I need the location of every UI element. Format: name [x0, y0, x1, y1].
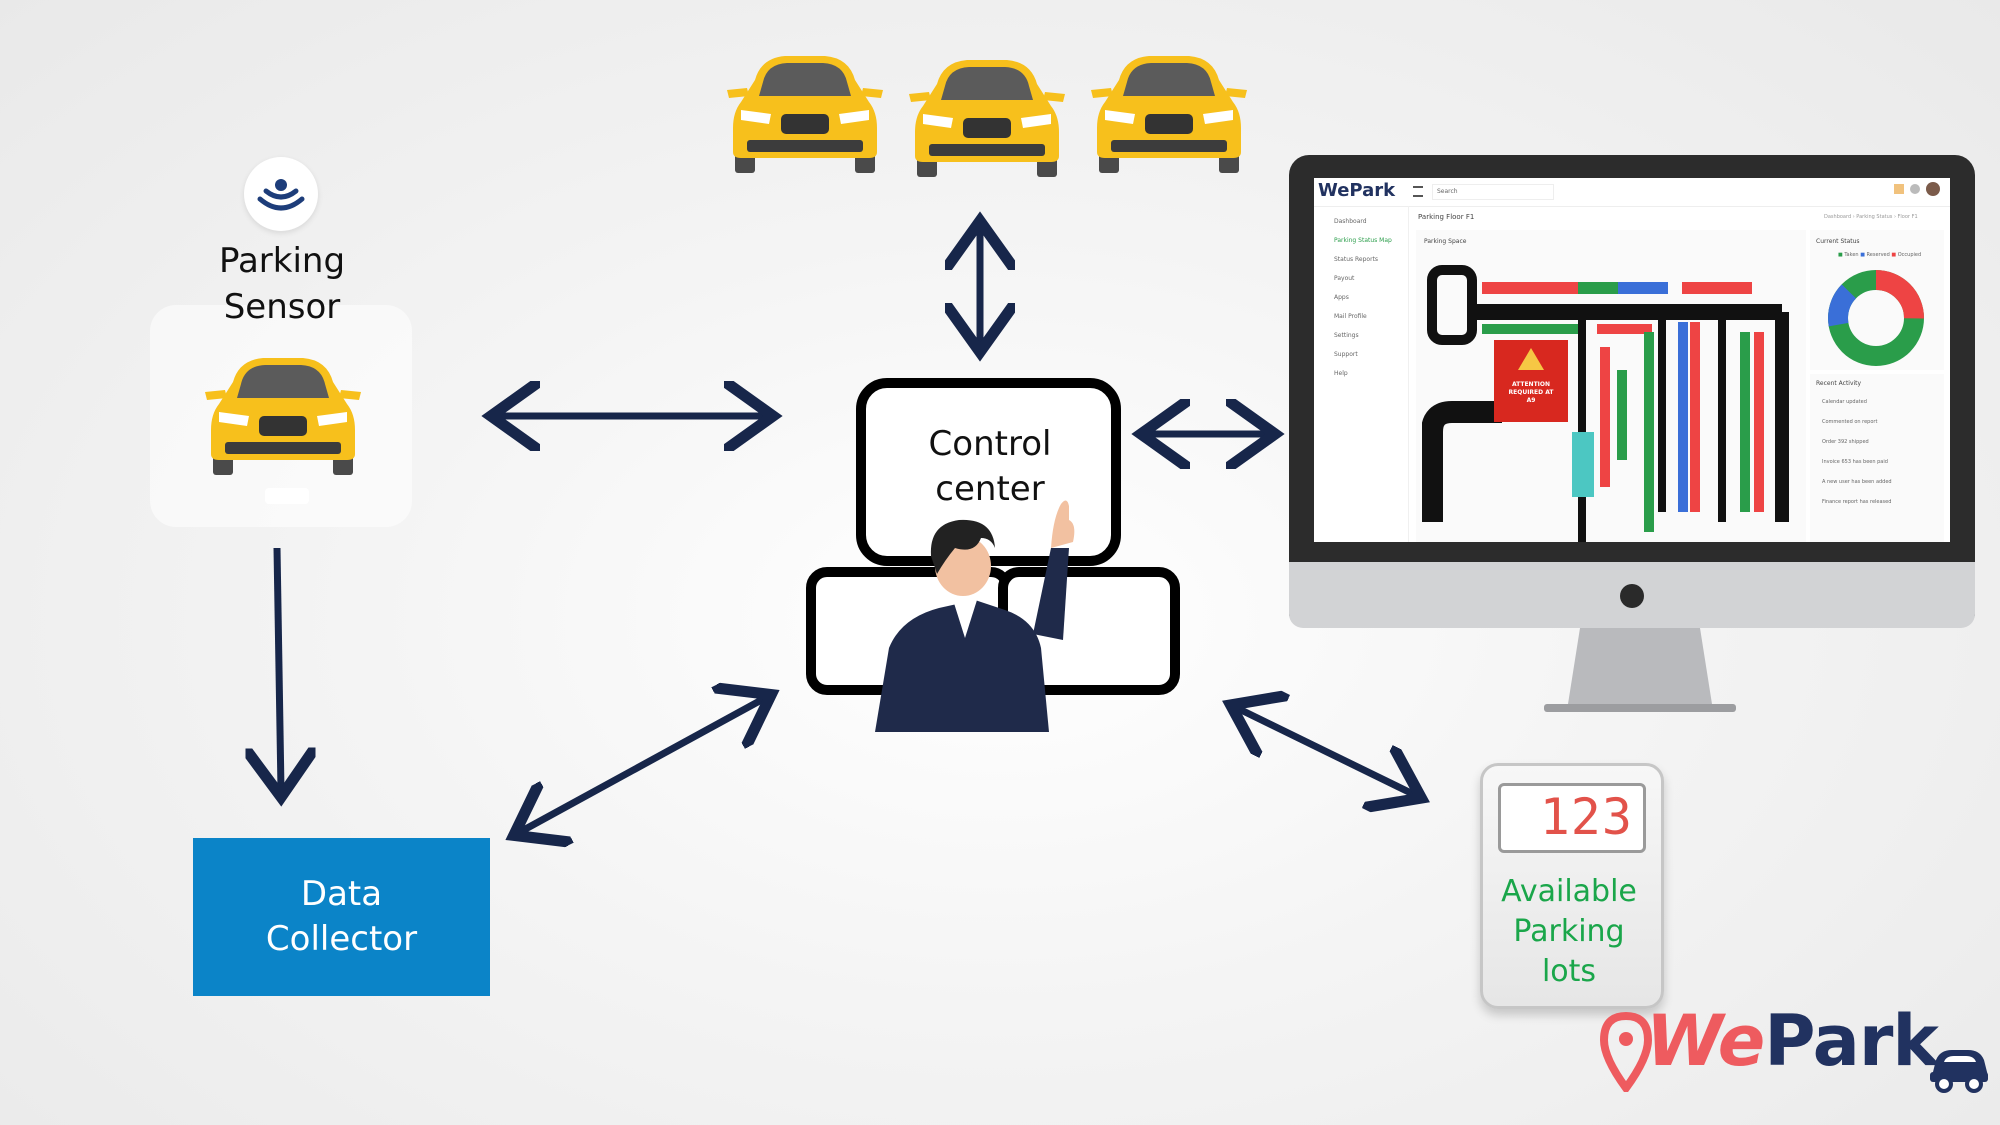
dashboard-page-title: Parking Floor F1: [1418, 213, 1475, 221]
svg-text:A9: A9: [1527, 397, 1536, 404]
activity-item: Order 392 shipped: [1822, 439, 1869, 445]
sidebar-item[interactable]: Status Reports: [1334, 256, 1379, 263]
arrow-control-lots: [1237, 708, 1415, 795]
activity-item: Commented on report: [1822, 419, 1878, 425]
data-collector-label: Data Collector: [265, 874, 418, 959]
parking-slots-columns: [1572, 322, 1764, 532]
dashboard-sidebar: Dashboard Parking Status Map Status Repo…: [1314, 206, 1409, 542]
control-center-label: Control center: [928, 424, 1052, 509]
car-icon: [727, 56, 883, 173]
available-lots-count: 123: [1539, 788, 1633, 846]
data-collector-box: Data Collector: [193, 838, 490, 996]
sidebar-item[interactable]: Dashboard: [1334, 218, 1367, 225]
sensor-device: [265, 488, 309, 504]
recent-activity-title: Recent Activity: [1816, 380, 1862, 387]
dashboard-search-input[interactable]: Search: [1432, 184, 1554, 200]
cars-group: [727, 56, 1247, 177]
monitor-camera-dot: [1620, 584, 1644, 608]
car-icon: [1091, 56, 1247, 173]
dashboard-topbar: [1314, 178, 1950, 207]
activity-item: A new user has been added: [1822, 479, 1892, 485]
map-pin-icon: [1599, 1012, 1653, 1092]
sensor-wave-icon: [244, 157, 318, 231]
svg-text:REQUIRED AT: REQUIRED AT: [1509, 389, 1555, 396]
sidebar-item[interactable]: Payout: [1334, 275, 1355, 282]
parking-space-panel: Parking Space: [1416, 230, 1806, 542]
parking-sensor-label: Parking Sensor: [218, 241, 346, 327]
monitor-chin: [1289, 562, 1975, 628]
sidebar-item[interactable]: Mail Profile: [1334, 313, 1367, 320]
parking-slots-top: [1482, 282, 1752, 334]
available-lots-display: 123: [1498, 783, 1646, 853]
dashboard-breadcrumb: Dashboard › Parking Status › Floor F1: [1824, 214, 1918, 220]
arrow-collector-control: [520, 698, 765, 832]
sidebar-item-active[interactable]: Parking Status Map: [1334, 237, 1392, 244]
arrow-sensor-collector: [277, 547, 281, 790]
sidebar-item[interactable]: Settings: [1334, 332, 1359, 339]
sidebar-item[interactable]: Apps: [1334, 294, 1349, 301]
avatar[interactable]: [1926, 182, 1940, 196]
svg-text:ATTENTION: ATTENTION: [1512, 381, 1550, 388]
notification-icon[interactable]: [1910, 184, 1920, 194]
parking-space-title: Parking Space: [1424, 238, 1467, 245]
current-status-panel: Current Status ■ Taken ■ Reserved ■ Occu…: [1810, 230, 1944, 370]
alert-popup: ATTENTION REQUIRED AT A9: [1494, 340, 1568, 422]
sidebar-item[interactable]: Support: [1334, 351, 1358, 358]
legend-item: ■ Taken ■ Reserved ■ Occupied: [1838, 252, 1922, 258]
car-icon: [909, 60, 1065, 177]
logo-car-icon: [1930, 1050, 1988, 1093]
weparks-brand-logo: WePark: [1646, 1000, 1939, 1082]
sidebar-item[interactable]: Help: [1334, 370, 1348, 377]
activity-item: Invoice 653 has been paid: [1822, 459, 1888, 465]
menu-icon[interactable]: [1413, 186, 1423, 197]
current-status-title: Current Status: [1816, 238, 1860, 245]
weparks-dashboard-screen: WePark Search Dashboard Parking Status M…: [1314, 178, 1950, 542]
activity-item: Calendar updated: [1822, 399, 1867, 405]
status-donut-chart: [1828, 270, 1924, 366]
operator-figure: [875, 500, 1075, 732]
control-center-figure: [806, 378, 1180, 732]
sensor-car-icon: [205, 358, 361, 504]
recent-activity-panel: Recent Activity Calendar updated Comment…: [1810, 374, 1944, 542]
apps-icon[interactable]: [1894, 184, 1904, 194]
monitor-stand: [1544, 628, 1736, 712]
dashboard-logo: WePark: [1318, 180, 1396, 201]
available-lots-label: Available Parking lots: [1501, 874, 1637, 989]
activity-item: Finance report has released: [1822, 499, 1892, 505]
parking-map: ATTENTION REQUIRED AT A9: [1422, 265, 1789, 542]
